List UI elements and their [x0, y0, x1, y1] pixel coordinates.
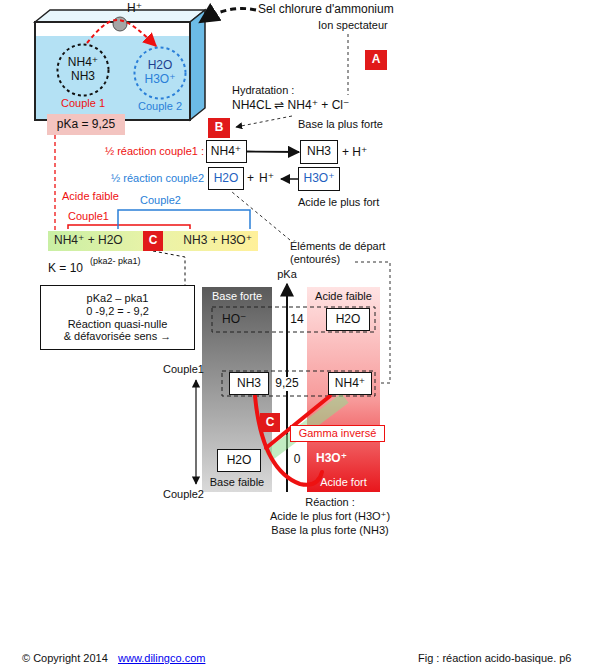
node-text: C: [266, 416, 275, 430]
note: Réaction :: [305, 496, 355, 509]
equation: + H⁺: [342, 146, 367, 160]
connector: [247, 151, 300, 153]
equation-strip: NH4⁺ + H2O NH3 + H3O⁺ C: [48, 231, 258, 251]
node-text: H3O⁺: [303, 172, 334, 186]
note: Hydratation :: [232, 84, 294, 97]
couple1-bracket: [68, 225, 190, 229]
connector: [87, 20, 156, 46]
node-text: H2O: [214, 172, 239, 186]
equation: NH4CL ⇌ NH4⁺ + Cl⁻: [232, 99, 349, 113]
formula-exponent: (pka2- pka1): [90, 256, 141, 266]
pka-value: 14: [289, 313, 304, 327]
proton-arrow: [281, 178, 298, 180]
couple-row: [212, 307, 375, 332]
species-box: NH4⁺: [206, 140, 247, 163]
node-text: Base faible: [202, 476, 272, 489]
equation: +: [247, 172, 254, 186]
species-box: NH3: [229, 372, 269, 395]
formula: K = 10: [48, 262, 83, 276]
node-text: Réaction quasi-nulle: [68, 318, 168, 331]
node-text: NH4⁺: [211, 145, 241, 159]
leader-line: [236, 116, 292, 127]
note: Acide faible: [62, 190, 119, 203]
species: HO⁻: [222, 313, 246, 327]
couple-label: Couple1: [163, 363, 204, 376]
species-box: H2O: [326, 308, 370, 331]
node-text: Couple 1: [61, 97, 105, 110]
node-text: H2O: [336, 313, 361, 327]
species: H3O⁺: [316, 452, 347, 466]
node-text: NH4⁺: [335, 377, 365, 391]
callout-letter: A: [365, 50, 387, 70]
note: Éléments de départ (entourés): [290, 240, 398, 265]
node-text: NH4⁺ + H2O: [54, 234, 123, 248]
node-text: NH3: [307, 145, 331, 159]
couple-circle: NH4⁺NH3Couple 1: [56, 43, 110, 97]
half-reaction-label: ½ réaction couple1 :: [105, 145, 204, 158]
couple-circle: H2OH3O⁺Couple 2: [133, 46, 187, 100]
node-text: Couple 2: [138, 100, 182, 113]
acid-column: [307, 287, 380, 492]
node-text: pKa2 – pka1: [87, 292, 149, 305]
callout-letter: C: [260, 413, 280, 432]
couple-label: Couple2: [163, 488, 204, 501]
ion-symbol: H⁺: [259, 172, 274, 186]
website-link: www.dilingco.com: [118, 652, 205, 665]
species-box: H3O⁺: [298, 167, 340, 191]
node-text: NH3: [71, 70, 95, 84]
ion-symbol: H⁺: [127, 2, 142, 16]
node-text: NH3: [237, 377, 261, 391]
note: Acide le plus fort: [298, 196, 379, 209]
couple-row: [222, 371, 375, 396]
node-text: Acide fort: [307, 476, 380, 489]
note-box: pKa2 – pka10 -9,2 = - 9,2Réaction quasi-…: [40, 285, 195, 350]
note: Base la plus forte: [298, 118, 383, 131]
node-text: Gamma inversé: [299, 427, 377, 440]
couple-span: [195, 380, 196, 484]
figure-caption: Fig : réaction acido-basique. p6: [418, 652, 571, 665]
couple2-bracket: [118, 210, 250, 229]
node-text: NH3 + H3O⁺: [183, 234, 252, 248]
species-box: H2O: [217, 449, 261, 472]
callout-letter: B: [208, 118, 230, 138]
leader-line: [348, 34, 349, 95]
node-text: 0 -9,2 = - 9,2: [86, 305, 149, 318]
node-text: H2O: [148, 59, 173, 73]
pka-value: 0: [293, 453, 302, 467]
node-text: H2O: [227, 454, 252, 468]
couple-label: Couple2: [140, 194, 181, 207]
connector: [153, 251, 185, 285]
note: Sel chlorure d'ammonium: [258, 3, 394, 17]
node-text: Acide faible: [307, 290, 380, 303]
note: Acide le plus fort (H3O⁺): [270, 510, 390, 523]
node-text: C: [149, 234, 158, 248]
couple-label: Couple1: [68, 210, 109, 223]
species-box: H2O: [208, 167, 244, 190]
node-text: pKa = 9,25: [57, 118, 115, 132]
node-text: A: [372, 53, 381, 67]
salt-arrow: [200, 9, 256, 23]
connector: [54, 135, 55, 231]
node-text: H3O⁺: [144, 73, 175, 87]
node-text: & défavorisée sens →: [64, 330, 172, 343]
node-text: NH4⁺: [68, 56, 98, 70]
pka-value: 9,25: [274, 377, 299, 391]
note: Ion spectateur: [318, 19, 388, 32]
copyright: © Copyright 2014: [22, 652, 108, 665]
callout-letter: C: [143, 231, 163, 251]
node-text: Base forte: [202, 290, 272, 303]
gamma-box: Gamma inversé: [290, 425, 385, 442]
axis-title: pKa: [277, 268, 297, 281]
species-box: NH4⁺: [328, 372, 372, 395]
half-reaction-label: ½ réaction couple2: [111, 172, 204, 185]
node-text: B: [215, 121, 224, 135]
species-box: NH3: [300, 140, 338, 164]
beaker: [35, 10, 205, 120]
note: Base la plus forte (NH3): [271, 524, 388, 537]
pka-box: pKa = 9,25: [47, 114, 125, 135]
